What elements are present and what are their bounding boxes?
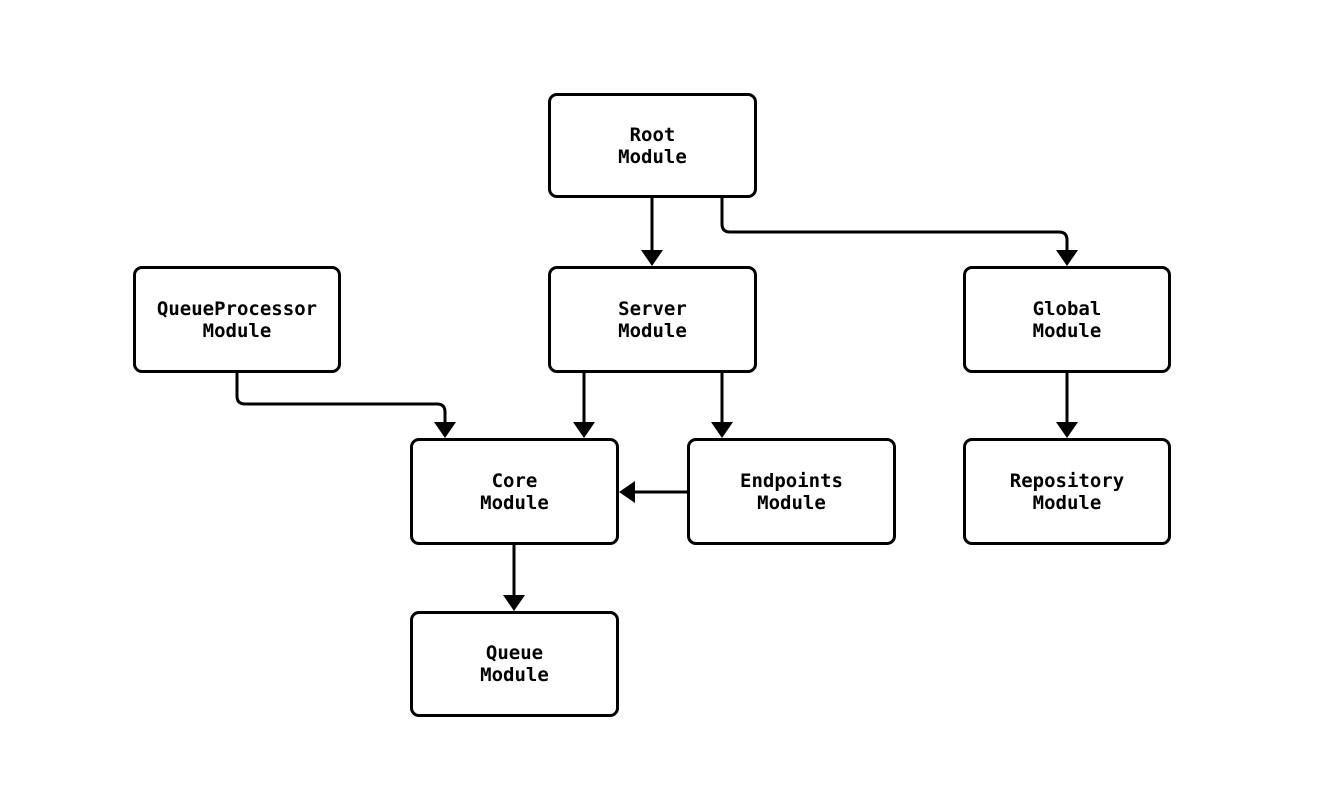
arrowhead-queueprocessor-to-core (434, 422, 456, 438)
arrowhead-root-to-server (641, 250, 663, 266)
node-queue-label-line1: Queue (485, 642, 544, 664)
arrowhead-server-to-core (573, 422, 595, 438)
node-global-label-line2: Module (1032, 319, 1102, 342)
node-root-label-line1: Root (629, 123, 676, 146)
node-server-label-line2: Module (618, 319, 687, 342)
edge-root-to-global (720, 198, 1069, 256)
node-queue-label-line2: Module (480, 664, 549, 686)
node-global-label-line1: Global (1032, 297, 1102, 320)
node-endpoints-label-line1: Endpoints (740, 469, 843, 492)
edge-queueprocessor-to-core (235, 373, 447, 428)
node-repository-label-line2: Module (1032, 491, 1102, 514)
node-core-label-line1: Core (491, 469, 538, 492)
node-endpoints-label-line2: Module (757, 491, 826, 514)
arrowhead-server-to-endpoints (711, 422, 733, 438)
node-queueprocessor-label-line2: Module (202, 319, 272, 342)
arrowhead-core-to-queue (503, 595, 525, 611)
arrowhead-endpoints-to-core (619, 481, 635, 503)
node-queueprocessor-label-line1: QueueProcessor (156, 297, 318, 320)
node-root-label-line2: Module (618, 145, 687, 168)
node-server-label-line1: Server (618, 297, 687, 320)
arrowhead-root-to-global (1056, 250, 1078, 266)
node-core-label-line2: Module (480, 491, 549, 514)
node-repository-label-line1: Repository (1009, 469, 1125, 492)
arrowhead-global-to-repository (1056, 422, 1078, 438)
